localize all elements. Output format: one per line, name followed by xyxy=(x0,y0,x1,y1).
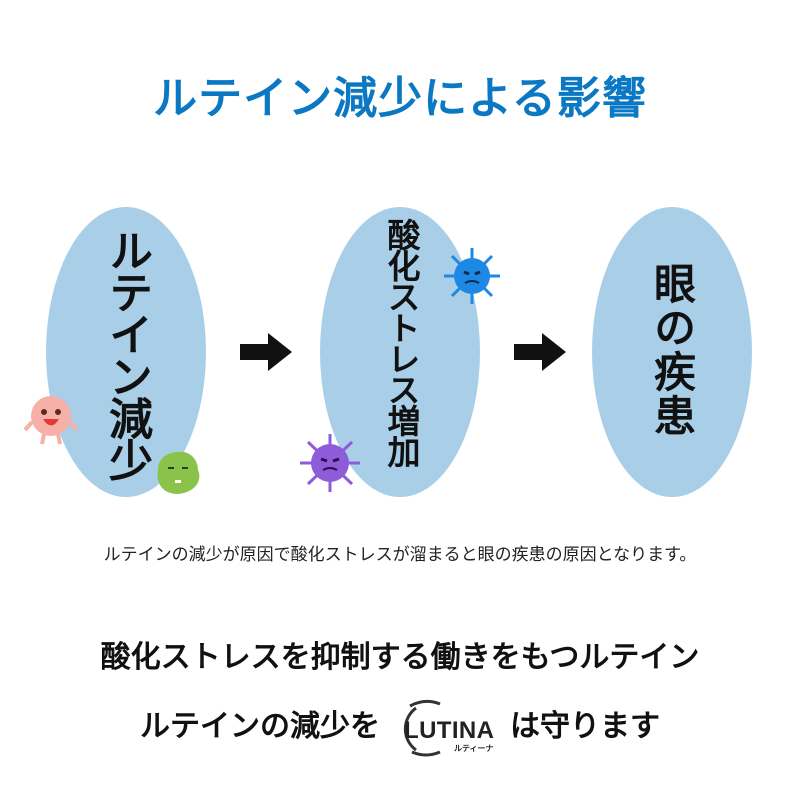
step-ellipse-3 xyxy=(592,207,752,497)
arrow-right-icon xyxy=(240,333,292,371)
svg-text:LUTINA: LUTINA xyxy=(404,717,494,744)
tagline-2-before: ルテインの減少を xyxy=(140,709,380,744)
step-label-1: ルテイン減少 xyxy=(101,228,152,480)
happy-character-icon xyxy=(23,396,79,445)
lutina-logo: LUTINA ルティーナ xyxy=(390,698,500,758)
svg-text:ルティーナ: ルティーナ xyxy=(454,744,494,753)
step-label-3: 眼の疾患 xyxy=(647,262,697,438)
caption: ルテインの減少が原因で酸化ストレスが溜まると眼の疾患の原因となります。 xyxy=(103,545,697,565)
purple-virus-icon xyxy=(300,434,360,492)
tagline-1: 酸化ストレスを抑制する働きをもつルテイン xyxy=(100,640,700,675)
arrow-right-icon xyxy=(514,333,566,371)
tagline-2-after: は守ります xyxy=(510,709,660,744)
page-title: ルテイン減少による影響 xyxy=(153,73,647,124)
step-label-2: 酸化ストレス増加 xyxy=(382,218,421,466)
blue-virus-icon xyxy=(444,248,500,304)
step-ellipse-1 xyxy=(46,207,206,497)
tagline-2: ルテインの減少を LUTINA ルティーナ は守ります xyxy=(0,697,800,757)
green-germ-icon xyxy=(157,451,200,494)
